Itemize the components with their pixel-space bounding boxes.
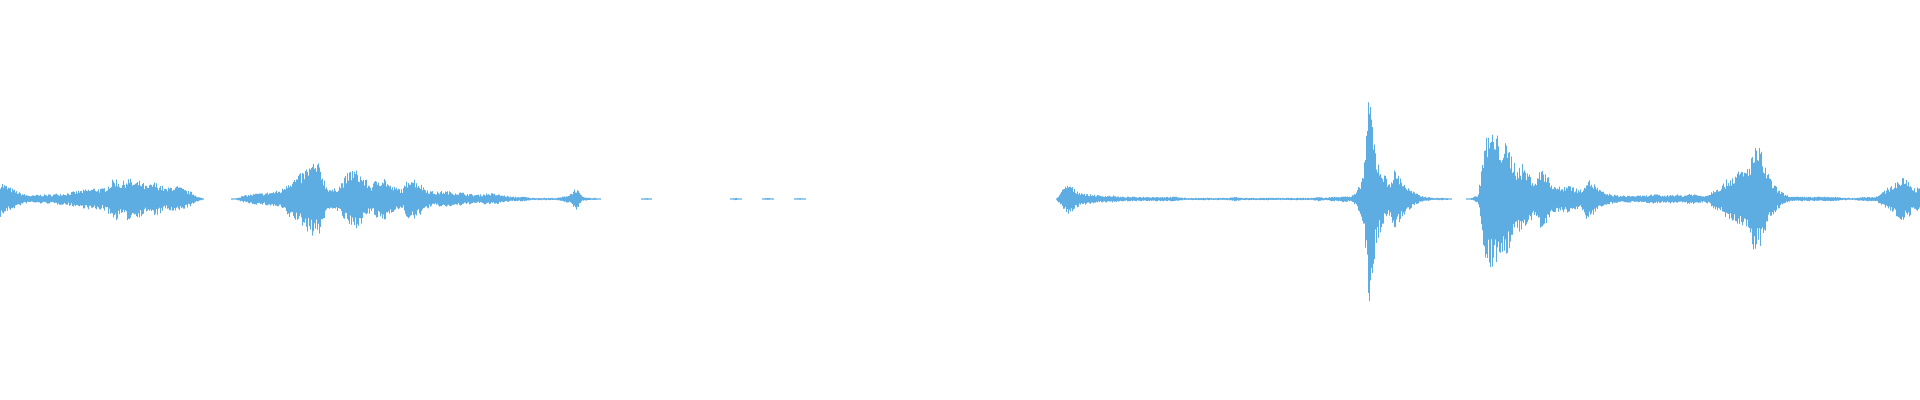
waveform-samples: [0, 102, 1920, 302]
